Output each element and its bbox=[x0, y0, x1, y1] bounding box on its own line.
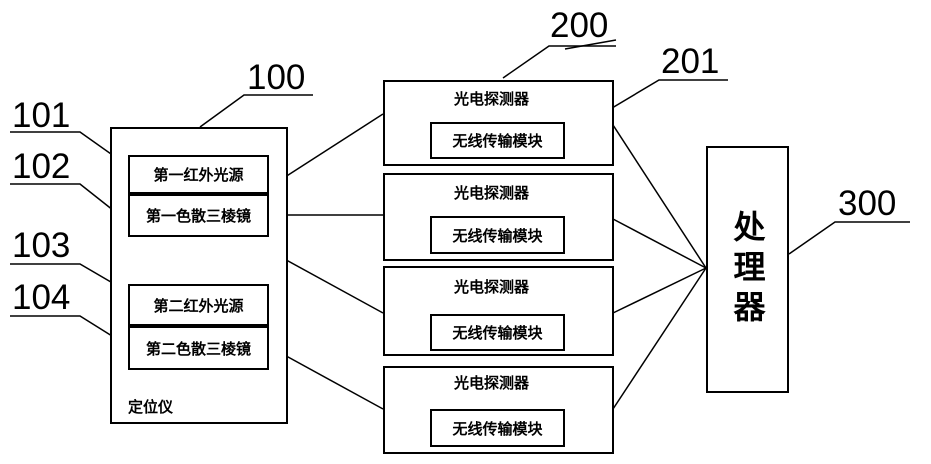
leader-100 bbox=[200, 95, 313, 127]
wireless-module-4: 无线传输模块 bbox=[430, 409, 565, 447]
link-detector-1-processor bbox=[613, 125, 706, 268]
detector-3-title: 光电探测器 bbox=[454, 276, 529, 297]
processor-box: 处理器 bbox=[706, 146, 789, 393]
ref-101: 101 bbox=[12, 98, 70, 134]
ref-104: 104 bbox=[12, 280, 70, 316]
leader-200-b bbox=[503, 46, 616, 78]
wireless-module-3: 无线传输模块 bbox=[430, 314, 565, 351]
ref-300: 300 bbox=[838, 186, 896, 222]
ref-103: 103 bbox=[12, 228, 70, 264]
positioner-label: 定位仪 bbox=[128, 396, 173, 417]
ref-200: 200 bbox=[550, 8, 608, 44]
detector-2-title: 光电探测器 bbox=[454, 182, 529, 203]
leader-300 bbox=[789, 222, 910, 254]
ir-source-1: 第一红外光源 bbox=[128, 155, 269, 194]
ref-100: 100 bbox=[247, 60, 305, 96]
detector-1-title: 光电探测器 bbox=[454, 88, 529, 109]
ref-102: 102 bbox=[12, 149, 70, 185]
wireless-module-1: 无线传输模块 bbox=[430, 122, 565, 159]
detector-4-title: 光电探测器 bbox=[454, 372, 529, 393]
prism-2: 第二色散三棱镜 bbox=[128, 326, 269, 370]
ref-201: 201 bbox=[661, 44, 719, 80]
processor-label: 处理器 bbox=[725, 210, 771, 330]
wireless-module-2: 无线传输模块 bbox=[430, 216, 565, 254]
ir-source-2: 第二红外光源 bbox=[128, 284, 269, 326]
link-detector-4-processor bbox=[613, 268, 706, 409]
prism-1: 第一色散三棱镜 bbox=[128, 194, 269, 237]
link-detector-2-processor bbox=[613, 219, 706, 268]
